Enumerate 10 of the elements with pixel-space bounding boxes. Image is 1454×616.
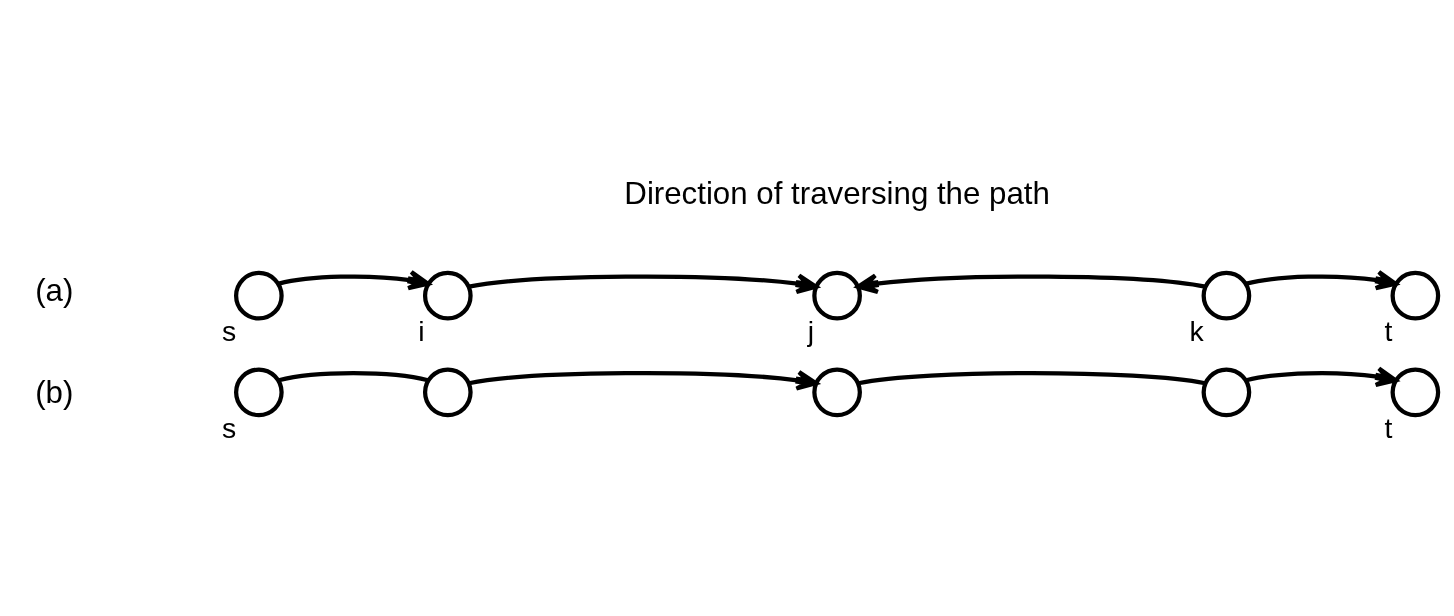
node-label: t (1384, 314, 1393, 347)
label: (b) (35, 374, 74, 410)
node-label: t (1384, 411, 1393, 444)
node-label: s (221, 314, 237, 347)
node-label: j (807, 314, 814, 347)
node-label: k (1189, 314, 1204, 347)
label: (a) (35, 272, 74, 308)
node-label: i (418, 314, 425, 347)
node-label: s (221, 411, 237, 444)
label: Direction of traversing the path (624, 175, 1050, 211)
